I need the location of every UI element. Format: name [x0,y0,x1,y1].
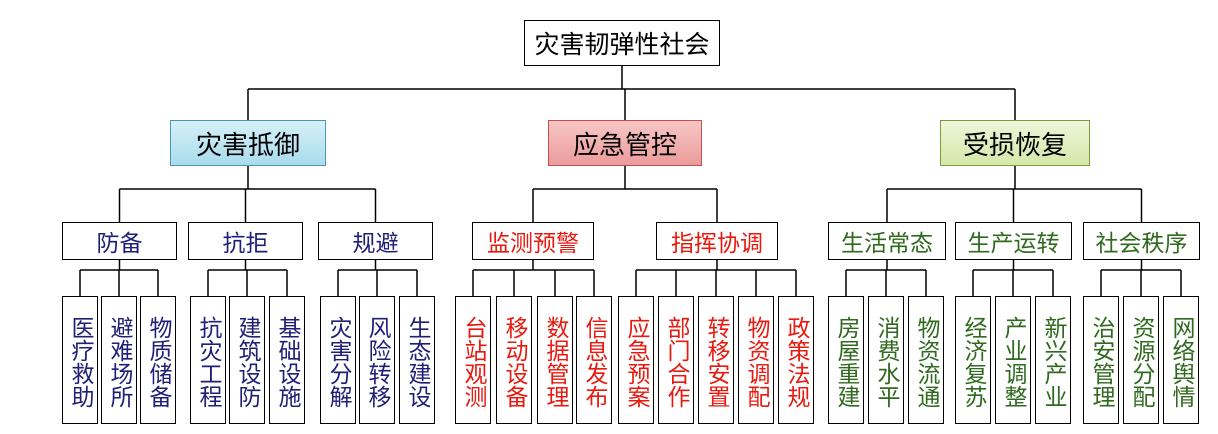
leaf-node: 房屋重建 [828,296,864,424]
leaf-node: 移动设备 [496,296,532,424]
leaf-node: 经济复苏 [955,296,991,424]
category-node-2: 应急管控 [548,120,702,166]
subcategory-node: 防备 [62,222,177,260]
leaf-node: 数据管理 [537,296,573,424]
leaf-node: 产业调整 [995,296,1031,424]
category-node-1: 灾害抵御 [170,120,326,166]
leaf-node: 避难场所 [101,296,137,424]
subcategory-node: 监测预警 [472,222,594,260]
subcategory-node: 抗拒 [188,222,303,260]
leaf-node: 资源分配 [1123,296,1159,424]
leaf-node: 信息发布 [576,296,612,424]
leaf-node: 基础设施 [269,296,305,424]
leaf-node: 治安管理 [1083,296,1119,424]
category-node-3: 受损恢复 [940,120,1090,166]
leaf-node: 台站观测 [455,296,491,424]
leaf-node: 物质储备 [140,296,176,424]
leaf-node: 物资流通 [908,296,944,424]
leaf-node: 灾害分解 [320,296,356,424]
leaf-node: 应急预案 [618,296,654,424]
leaf-node: 转移安置 [698,296,734,424]
leaf-node: 网络舆情 [1163,296,1199,424]
subcategory-node: 规避 [318,222,433,260]
subcategory-node: 社会秩序 [1083,222,1200,260]
leaf-node: 生态建设 [399,296,435,424]
subcategory-node: 指挥协调 [656,222,778,260]
subcategory-node: 生活常态 [828,222,946,260]
subcategory-node: 生产运转 [955,222,1072,260]
leaf-node: 抗灾工程 [190,296,226,424]
leaf-node: 部门合作 [658,296,694,424]
leaf-node: 消费水平 [868,296,904,424]
leaf-node: 风险转移 [359,296,395,424]
leaf-node: 新兴产业 [1035,296,1071,424]
leaf-node: 政策法规 [778,296,814,424]
leaf-node: 医疗救助 [62,296,98,424]
leaf-node: 物资调配 [738,296,774,424]
leaf-node: 建筑设防 [229,296,265,424]
root-node: 灾害韧弹性社会 [524,20,720,66]
